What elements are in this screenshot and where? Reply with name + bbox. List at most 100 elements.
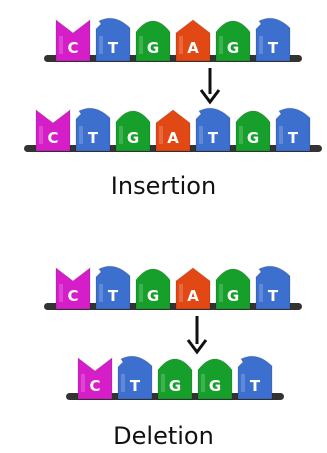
nucleotide-letter: G — [127, 129, 139, 147]
nucleotide-letter: T — [88, 129, 99, 147]
nucleotide-T: T — [275, 107, 311, 152]
nucleotide-shape — [77, 356, 113, 400]
nucleotide-letter: G — [247, 129, 259, 147]
nucleotide-G: G — [197, 358, 233, 400]
arrow-head — [199, 89, 221, 105]
nucleotide-shape — [237, 355, 273, 400]
nucleotide-highlight — [139, 36, 143, 54]
nucleotide-highlight — [219, 284, 223, 302]
nucleotide-highlight — [201, 374, 205, 392]
nucleotide-T: T — [75, 107, 111, 152]
nucleotide-shape — [135, 268, 171, 310]
nucleotide-T: T — [195, 107, 231, 152]
nucleotide-shape — [115, 110, 151, 152]
nucleotide-T: T — [255, 17, 291, 62]
nucleotide-highlight — [121, 374, 125, 392]
nucleotide-highlight — [119, 126, 123, 144]
nucleotide-letter: A — [187, 39, 199, 57]
nucleotide-shape — [75, 107, 111, 152]
nucleotide-letter: G — [169, 377, 181, 395]
nucleotide-highlight — [159, 126, 163, 144]
nucleotide-letter: T — [288, 129, 299, 147]
insertion-arrow — [199, 68, 221, 105]
nucleotide-shape — [255, 17, 291, 62]
nucleotide-shape — [275, 107, 311, 152]
nucleotide-shape — [135, 20, 171, 62]
nucleotide-shape — [175, 267, 211, 310]
nucleotide-highlight — [59, 284, 63, 302]
nucleotide-T: T — [95, 265, 131, 310]
nucleotide-shape — [197, 358, 233, 400]
nucleotide-highlight — [219, 36, 223, 54]
nucleotide-letter: A — [167, 129, 179, 147]
deletion-arrow — [186, 316, 208, 355]
nucleotide-T: T — [117, 355, 153, 400]
nucleotide-highlight — [179, 284, 183, 302]
nucleotide-G: G — [235, 110, 271, 152]
nucleotide-letter: T — [208, 129, 219, 147]
nucleotide-letter: G — [227, 39, 239, 57]
nucleotide-letter: G — [209, 377, 221, 395]
nucleotide-shape — [117, 355, 153, 400]
nucleotide-letter: T — [268, 39, 279, 57]
nucleotide-highlight — [241, 374, 245, 392]
nucleotide-letter: G — [147, 39, 159, 57]
nucleotide-shape — [55, 18, 91, 62]
nucleotide-shape — [195, 107, 231, 152]
nucleotide-T: T — [95, 17, 131, 62]
nucleotide-highlight — [81, 374, 85, 392]
deletion-caption: Deletion — [113, 422, 214, 450]
nucleotide-shape — [215, 268, 251, 310]
nucleotide-shape — [255, 265, 291, 310]
nucleotide-A: A — [175, 19, 211, 62]
nucleotide-shape — [55, 266, 91, 310]
nucleotide-letter: C — [67, 287, 78, 305]
nucleotide-A: A — [155, 109, 191, 152]
nucleotide-highlight — [279, 126, 283, 144]
nucleotide-G: G — [135, 268, 171, 310]
nucleotide-letter: G — [227, 287, 239, 305]
nucleotide-C: C — [55, 266, 91, 310]
nucleotide-highlight — [79, 126, 83, 144]
nucleotide-highlight — [161, 374, 165, 392]
nucleotide-G: G — [135, 20, 171, 62]
nucleotide-shape — [35, 108, 71, 152]
nucleotide-G: G — [115, 110, 151, 152]
nucleotide-G: G — [157, 358, 193, 400]
nucleotide-shape — [95, 265, 131, 310]
nucleotide-highlight — [259, 284, 263, 302]
nucleotide-T: T — [237, 355, 273, 400]
nucleotide-highlight — [99, 284, 103, 302]
nucleotide-highlight — [99, 36, 103, 54]
nucleotide-letter: T — [268, 287, 279, 305]
nucleotide-highlight — [179, 36, 183, 54]
nucleotide-letter: T — [250, 377, 261, 395]
nucleotide-T: T — [255, 265, 291, 310]
nucleotide-letter: T — [108, 287, 119, 305]
nucleotide-letter: T — [108, 39, 119, 57]
nucleotide-letter: T — [130, 377, 141, 395]
nucleotide-letter: C — [89, 377, 100, 395]
nucleotide-shape — [157, 358, 193, 400]
nucleotide-shape — [95, 17, 131, 62]
nucleotide-shape — [155, 109, 191, 152]
nucleotide-G: G — [215, 268, 251, 310]
nucleotide-letter: G — [147, 287, 159, 305]
nucleotide-C: C — [77, 356, 113, 400]
nucleotide-C: C — [35, 108, 71, 152]
nucleotide-highlight — [199, 126, 203, 144]
nucleotide-A: A — [175, 267, 211, 310]
nucleotide-letter: A — [187, 287, 199, 305]
nucleotide-highlight — [239, 126, 243, 144]
insertion-caption: Insertion — [110, 172, 217, 200]
nucleotide-letter: C — [47, 129, 58, 147]
nucleotide-highlight — [59, 36, 63, 54]
nucleotide-highlight — [259, 36, 263, 54]
nucleotide-letter: C — [67, 39, 78, 57]
nucleotide-highlight — [39, 126, 43, 144]
